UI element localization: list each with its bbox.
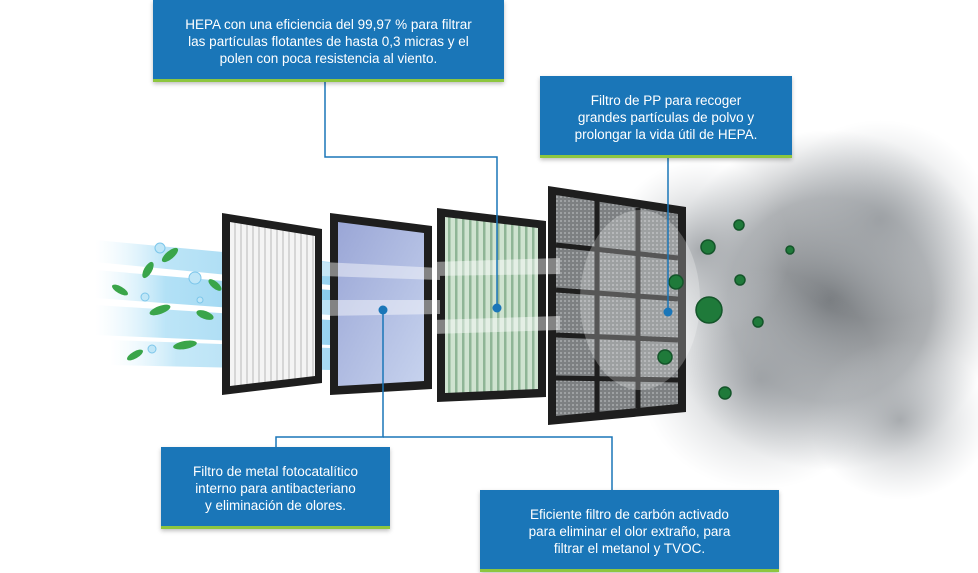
- photocatalytic-filter: [330, 213, 432, 395]
- connector-lines: [275, 82, 669, 490]
- pp-filter-callout: Filtro de PP para recoger grandes partíc…: [540, 76, 792, 158]
- carbon-filter-callout: Eficiente filtro de carbón activado para…: [480, 490, 779, 572]
- germ-icon: [657, 219, 795, 400]
- leaf-icon: [112, 247, 222, 361]
- pp-prefilter: [548, 186, 700, 425]
- activated-carbon-filter: [437, 208, 546, 402]
- hepa-callout: HEPA con una eficiencia del 99,97 % para…: [153, 0, 504, 82]
- water-droplet-icon: [140, 242, 204, 354]
- metal-filter-callout: Filtro de metal fotocatalítico interno p…: [161, 447, 390, 529]
- hepa-filter: [222, 213, 322, 395]
- connector-dots: [378, 303, 673, 317]
